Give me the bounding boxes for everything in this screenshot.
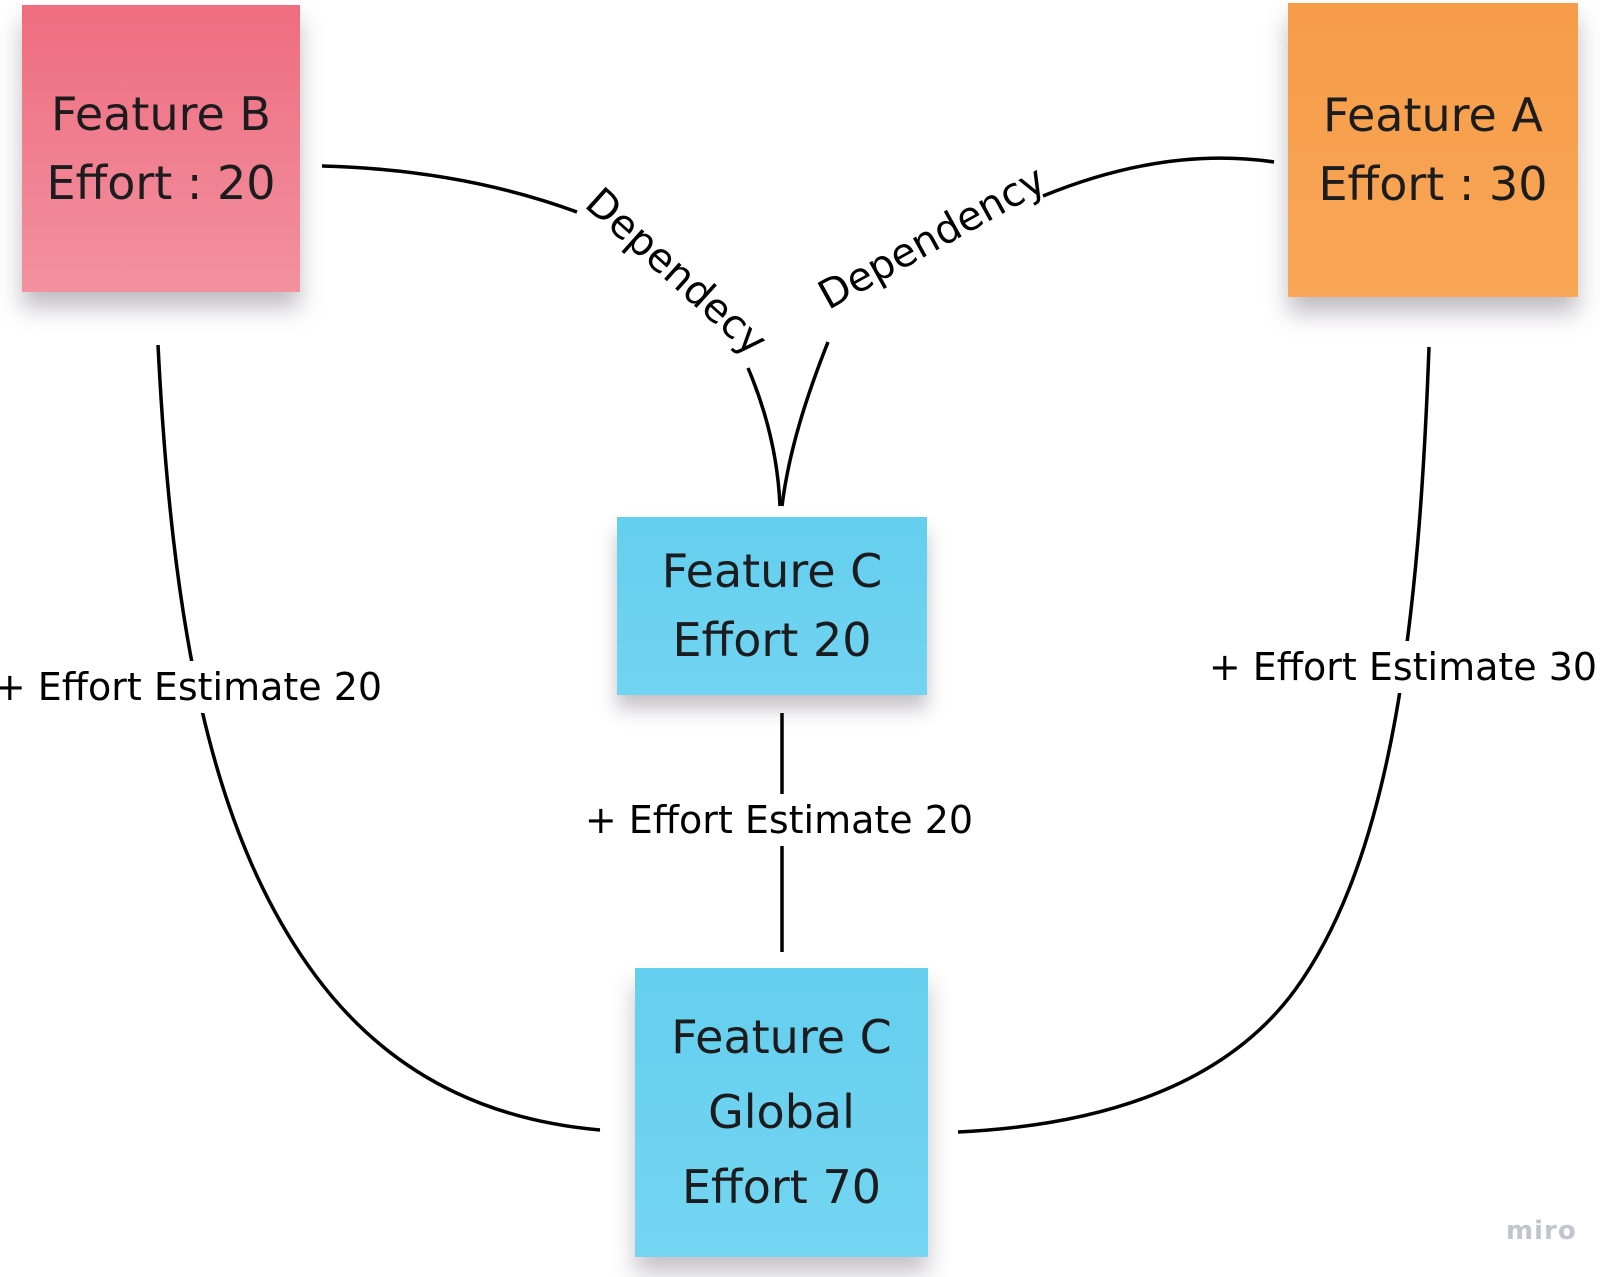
note-subtitle: Global <box>708 1085 855 1139</box>
note-effort: Effort : 20 <box>46 155 276 210</box>
edge-label-effort-a-to-global[interactable]: + Effort Estimate 30 <box>1196 641 1600 693</box>
edge-label-effort-c-to-global[interactable]: + Effort Estimate 20 <box>572 794 986 846</box>
edge-a-to-global[interactable] <box>957 346 1431 1134</box>
sticky-note-feature-c[interactable]: Feature C Effort 20 <box>617 517 927 695</box>
note-effort: Effort 70 <box>681 1160 881 1214</box>
note-title: Feature C <box>671 1010 892 1064</box>
edge-dependency-c-to-a-lower[interactable] <box>780 341 830 507</box>
sticky-note-feature-c-global[interactable]: Feature C Global Effort 70 <box>635 968 928 1257</box>
edge-label-effort-b-to-global[interactable]: + Effort Estimate 20 <box>0 661 395 713</box>
note-effort: Effort 20 <box>672 613 872 667</box>
sticky-note-feature-b[interactable]: Feature B Effort : 20 <box>22 5 300 292</box>
edge-b-to-global[interactable] <box>156 344 601 1132</box>
note-title: Feature A <box>1323 88 1543 142</box>
note-title: Feature C <box>661 544 883 598</box>
edge-dependency-c-to-b-lower[interactable] <box>746 367 782 507</box>
note-title: Feature B <box>50 86 271 141</box>
edge-dependency-c-to-b-upper[interactable] <box>321 164 578 214</box>
sticky-note-feature-a[interactable]: Feature A Effort : 30 <box>1288 3 1578 297</box>
miro-watermark: miro <box>1506 1216 1577 1246</box>
edge-dependency-c-to-a-upper[interactable] <box>1042 156 1275 198</box>
note-effort: Effort : 30 <box>1318 157 1548 211</box>
